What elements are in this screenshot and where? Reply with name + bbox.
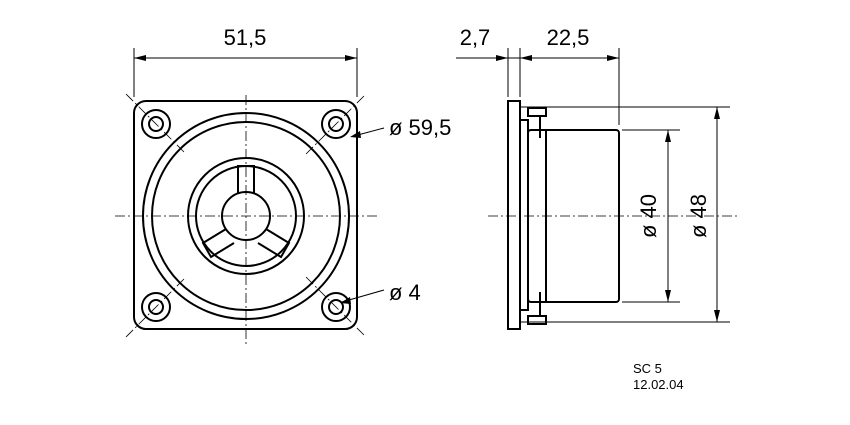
hole-diameter-label: ø 4 — [389, 280, 421, 305]
front-outer-ring — [142, 112, 350, 320]
hole-center-marks — [125, 93, 367, 338]
mounting-hole-bottom-right — [321, 292, 351, 322]
side-view: 2,7 22,5 ø 40 ø 48 — [456, 25, 740, 330]
mounting-hole-top-left — [141, 109, 171, 139]
side-terminals — [527, 107, 547, 325]
side-flange — [507, 100, 521, 330]
side-basket-step — [519, 119, 529, 311]
flange-label: 2,7 — [460, 25, 491, 50]
hole-diameter-leader — [340, 289, 385, 304]
model-label: SC 5 — [633, 361, 662, 376]
front-spokes — [201, 165, 291, 259]
magnet-diameter-label: ø 40 — [636, 194, 661, 238]
width-dimension — [133, 48, 358, 97]
mounting-hole-top-right — [321, 109, 351, 139]
body-diameter-dimension — [520, 106, 730, 323]
magnet-diameter-dimension — [622, 129, 680, 303]
front-view: 51,5 ø 59,5 ø 4 — [115, 25, 451, 345]
side-magnet-body — [527, 129, 620, 303]
outer-diameter-leader — [350, 127, 385, 138]
width-label: 51,5 — [224, 25, 267, 50]
outer-diameter-label: ø 59,5 — [389, 115, 451, 140]
front-frame — [133, 100, 358, 330]
front-surround-ring — [151, 121, 341, 311]
body-diameter-label: ø 48 — [686, 194, 711, 238]
depth-label: 22,5 — [547, 25, 590, 50]
front-inner-ring — [187, 157, 305, 275]
depth-dimensions — [456, 48, 620, 125]
mounting-hole-bottom-left — [141, 292, 171, 322]
date-label: 12.02.04 — [633, 377, 684, 392]
front-dome — [221, 191, 271, 241]
